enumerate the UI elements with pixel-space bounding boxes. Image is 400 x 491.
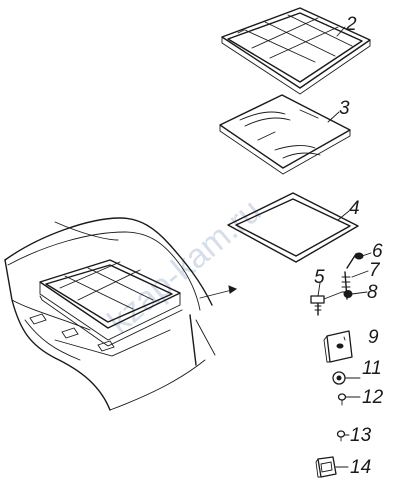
part-4-seal-frame	[227, 192, 359, 263]
callout-11: 11	[362, 358, 382, 379]
callout-5: 5	[314, 267, 325, 288]
part-14-clip	[315, 456, 337, 478]
callout-6: 6	[372, 241, 383, 262]
leader-lines	[317, 26, 372, 468]
callout-3: 3	[339, 98, 350, 119]
part-2-hatch-lid	[221, 7, 371, 95]
callout-13: 13	[350, 425, 372, 446]
part-8-nut	[343, 290, 353, 298]
callout-8: 8	[367, 282, 378, 303]
part-3-inner-panel	[219, 94, 351, 175]
callout-12: 12	[362, 387, 384, 408]
part-12-screw	[337, 393, 347, 406]
part-13-rivet	[336, 430, 346, 442]
callout-4: 4	[349, 198, 360, 219]
callout-14: 14	[350, 457, 371, 478]
callout-labels: 2 3 4 5 6 7 8 9 11 12 13 14	[314, 14, 384, 478]
callout-2: 2	[345, 14, 357, 35]
callout-9: 9	[368, 327, 379, 348]
cab-roof-assembly	[4, 217, 238, 411]
part-11-nut	[332, 371, 346, 385]
callout-7: 7	[369, 260, 381, 281]
part-9-bracket	[323, 330, 353, 363]
part-5-screw	[310, 291, 343, 316]
